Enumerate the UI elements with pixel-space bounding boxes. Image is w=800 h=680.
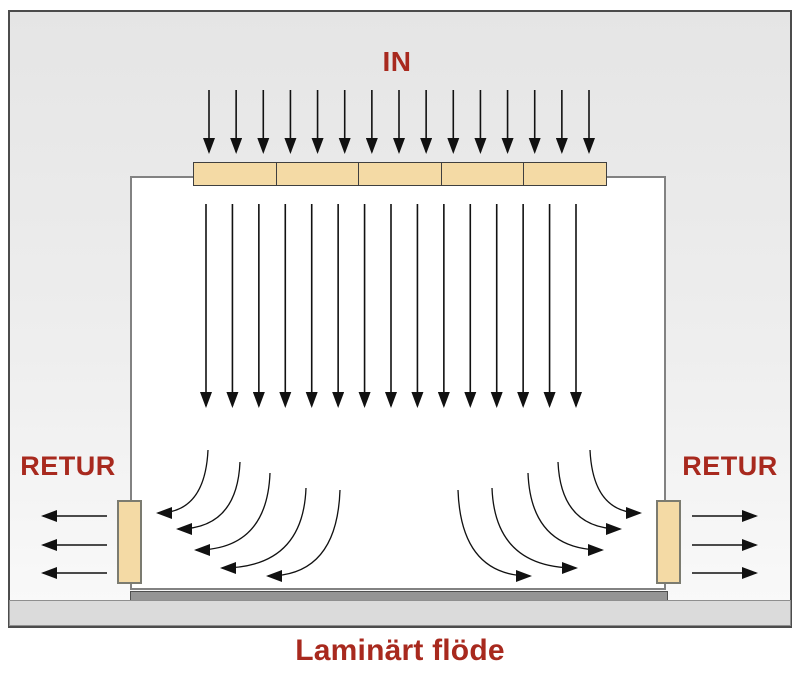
cleanroom-chamber (130, 176, 666, 590)
return-label-right: RETUR (682, 451, 778, 481)
filter-segment (359, 163, 442, 185)
return-vent-left (117, 500, 142, 584)
filter-segment (524, 163, 606, 185)
filter-segment (277, 163, 360, 185)
ceiling-filter-row (193, 162, 607, 186)
return-label-left: RETUR (20, 451, 116, 481)
diagram-caption: Laminärt flöde (295, 634, 505, 667)
filter-segment (194, 163, 277, 185)
return-vent-right (656, 500, 681, 584)
inlet-label: IN (382, 46, 412, 77)
filter-segment (442, 163, 525, 185)
floor-slab (9, 600, 791, 626)
